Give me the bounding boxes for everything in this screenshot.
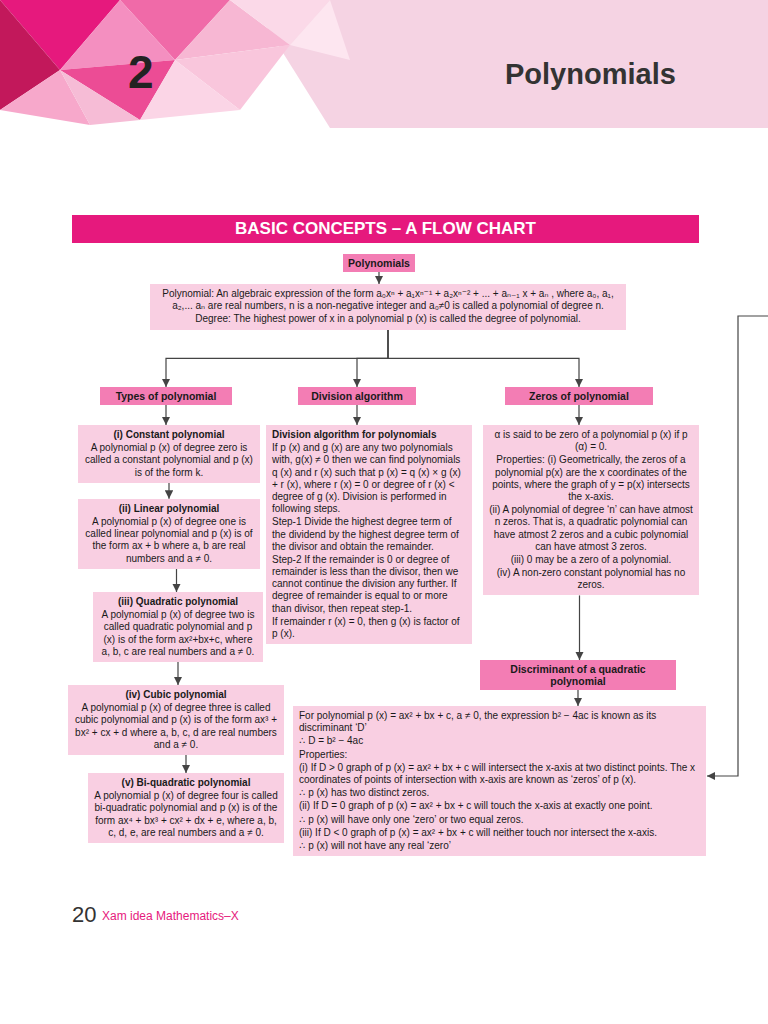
continuation-line — [707, 316, 768, 776]
box-heading: α is said to be zero of a polynomial p (… — [489, 429, 693, 453]
box-text: A polynomial p (x) of degree one is call… — [84, 516, 254, 565]
box-text: Degree: The highest power of x in a poly… — [156, 313, 620, 325]
box-text: A polynomial p (x) of degree four is cal… — [94, 790, 278, 839]
box-text: A polynomial p (x) of degree zero is cal… — [84, 442, 254, 479]
header-band — [250, 0, 768, 128]
box-text: Zeros of polynomial — [509, 390, 649, 402]
connector-arrow — [357, 330, 388, 387]
page-number: 20 — [72, 902, 96, 928]
box-text: (ii) If D = 0 graph of p (x) = ax² + bx … — [299, 800, 700, 812]
box-text: (iii) 0 may be a zero of a polynomial. — [489, 554, 693, 566]
box-heading: (ii) Linear polynomial — [84, 503, 254, 515]
box-heading: (i) Constant polynomial — [84, 429, 254, 441]
box-text: If remainder r (x) = 0, then g (x) is fa… — [272, 616, 466, 640]
discriminant-box: For polynomial p (x) = ax² + bx + c, a ≠… — [293, 706, 706, 856]
branch-heading: Types of polynomial — [100, 387, 232, 405]
box-heading: (v) Bi-quadratic polynomial — [94, 777, 278, 789]
box-text: Polynomials — [347, 257, 411, 269]
box-text: ∴ p (x) will not have any real ‘zero’ — [299, 840, 700, 852]
connector-arrow — [578, 405, 579, 425]
box-heading: Division algorithm for polynomials — [272, 429, 466, 441]
box-heading: Polynomial: An algebraic expression of t… — [156, 288, 620, 312]
box-text: If p (x) and g (x) are any two polynomia… — [272, 442, 466, 515]
box-text: BASIC CONCEPTS – A FLOW CHART — [78, 219, 693, 239]
box-text: Step-2 If the remainder is 0 or degree o… — [272, 554, 466, 615]
box-text: Step-1 Divide the highest degree term of… — [272, 516, 466, 553]
box-heading: (iv) Cubic polynomial — [74, 689, 278, 701]
chapter-number: 2 — [128, 45, 154, 99]
box-text: Division algorithm — [302, 390, 412, 402]
box-heading: For polynomial p (x) = ax² + bx + c, a ≠… — [299, 710, 700, 734]
box-heading: (iii) Quadratic polynomial — [99, 596, 257, 608]
box-text: Types of polynomial — [104, 390, 228, 402]
connector-arrow — [577, 690, 578, 706]
book-name: Xam idea Mathematics–X — [102, 909, 239, 923]
connector-arrow — [185, 755, 186, 773]
branch-heading: Zeros of polynomial — [505, 387, 653, 405]
box-text: ∴ p (x) will have only one ‘zero’ or two… — [299, 814, 700, 826]
definition-box: Polynomial: An algebraic expression of t… — [150, 284, 626, 330]
connector-arrow — [378, 272, 379, 284]
box-text: (iii) If D < 0 graph of p (x) = ax² + bx… — [299, 827, 700, 839]
box-text: A polynomial p (x) of degree three is ca… — [74, 702, 278, 751]
type-box: (iii) Quadratic polynomialA polynomial p… — [93, 592, 263, 662]
branch-heading: Discriminant of a quadratic polynomial — [480, 660, 676, 690]
connector-arrow — [176, 569, 177, 592]
connector-arrow — [165, 405, 166, 425]
box-text: (ii) A polynomial of degree ‘n’ can have… — [489, 504, 693, 553]
chapter-title: Polynomials — [505, 58, 676, 91]
box-text: (iv) A non-zero constant polynomial has … — [489, 567, 693, 591]
type-box: (i) Constant polynomialA polynomial p (x… — [78, 425, 260, 483]
connector-arrow — [166, 330, 388, 387]
connector-arrow — [177, 662, 178, 685]
connector-arrow — [579, 595, 580, 660]
box-text: Discriminant of a quadratic polynomial — [484, 663, 672, 687]
root-box: Polynomials — [343, 254, 415, 272]
branch-heading: Division algorithm — [298, 387, 416, 405]
type-box: (ii) Linear polynomialA polynomial p (x)… — [78, 499, 260, 569]
section-band: BASIC CONCEPTS – A FLOW CHART — [72, 215, 699, 243]
connector-arrow — [388, 330, 579, 387]
type-box: (v) Bi-quadratic polynomialA polynomial … — [88, 773, 284, 843]
header-triangles — [0, 0, 350, 125]
type-box: (iv) Cubic polynomialA polynomial p (x) … — [68, 685, 284, 755]
connector-arrow — [168, 483, 169, 499]
box-text: (i) If D > 0 graph of p (x) = ax² + bx +… — [299, 762, 700, 786]
box-text: ∴ D = b² − 4ac — [299, 735, 700, 747]
box-text: Properties: (i) Geometrically, the zeros… — [489, 454, 693, 503]
zeros-box: α is said to be zero of a polynomial p (… — [483, 425, 699, 595]
connector-arrow — [356, 405, 357, 425]
algorithm-box: Division algorithm for polynomialsIf p (… — [266, 425, 472, 644]
box-text: A polynomial p (x) of degree two is call… — [99, 609, 257, 658]
box-text: ∴ p (x) has two distinct zeros. — [299, 787, 700, 799]
box-text: Properties: — [299, 749, 700, 761]
